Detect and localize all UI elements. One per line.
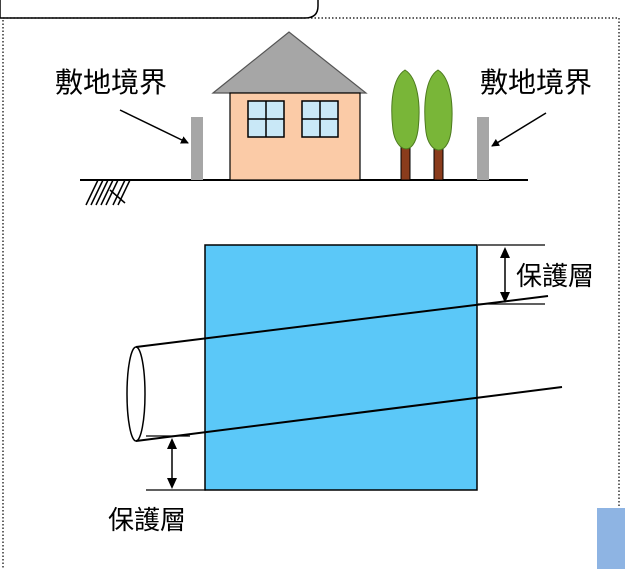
title-tab-outline xyxy=(0,0,319,19)
cover-label-right: 保護層 xyxy=(516,262,594,292)
house xyxy=(211,31,368,181)
window-left xyxy=(247,100,285,138)
pipe-end xyxy=(126,346,146,442)
pipe xyxy=(126,295,563,442)
house-roof xyxy=(211,31,368,94)
window-right xyxy=(301,100,339,138)
boundary-post-right xyxy=(477,117,489,180)
boundary-label-left: 敷地境界 xyxy=(55,66,167,99)
tree-right xyxy=(424,69,453,181)
cover-label-bottom: 保護層 xyxy=(108,506,186,536)
dimension-arrow-icon xyxy=(167,438,177,489)
dimension-arrow-icon xyxy=(500,247,510,303)
boundary-arrow-right xyxy=(491,112,547,147)
tree-left xyxy=(391,69,420,181)
boundary-post-left xyxy=(191,117,203,180)
boundary-arrow-left xyxy=(119,109,189,144)
ground-hatching-icon xyxy=(85,179,131,206)
dotted-frame xyxy=(2,17,620,573)
side-tab xyxy=(597,508,625,569)
ground-block xyxy=(204,244,478,491)
boundary-label-right: 敷地境界 xyxy=(480,66,592,99)
